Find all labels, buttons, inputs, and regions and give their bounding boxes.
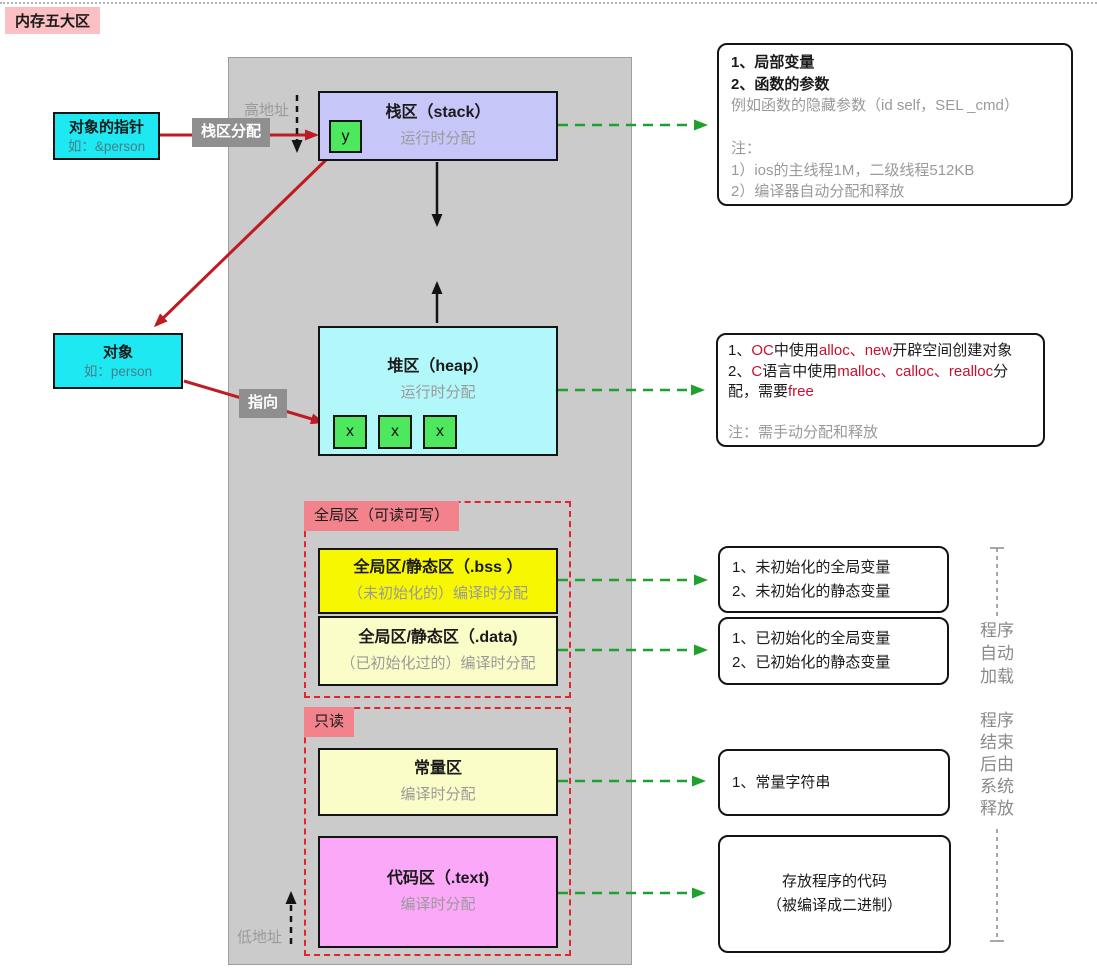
- pointer-box: 对象的指针 如：&person: [53, 112, 160, 160]
- heap-region-title: 堆区（heap）: [387, 358, 489, 375]
- page-title: 内存五大区: [5, 7, 101, 34]
- code-region: 代码区（.text) 编译时分配: [318, 836, 558, 948]
- page-top-dotted-border: [0, 2, 1097, 4]
- bss-region: 全局区/静态区（.bss ） （未初始化的）编译时分配: [318, 548, 558, 614]
- object-box: 对象 如：person: [53, 333, 183, 389]
- note-code: 存放程序的代码（被编译成二进制）: [718, 835, 951, 953]
- low-address-label: 低地址: [237, 929, 283, 946]
- pointer-box-example: 如：&person: [67, 138, 146, 154]
- side-note-auto-load: 程序自动加载: [980, 621, 1014, 686]
- points-to-label: 指向: [239, 389, 288, 418]
- object-box-example: 如：person: [83, 363, 153, 379]
- bss-region-title: 全局区/静态区（.bss ）: [353, 559, 523, 576]
- const-region-title: 常量区: [413, 760, 462, 777]
- heap-cell-x-3: x: [423, 415, 457, 449]
- heap-cell-x-1: x: [333, 415, 367, 449]
- note-const: 1、常量字符串: [718, 749, 950, 816]
- stack-region-alloc: 运行时分配: [400, 130, 476, 147]
- data-region: 全局区/静态区（.data) （已初始化过的）编译时分配: [318, 616, 558, 686]
- global-section-label: 全局区（可读可写）: [304, 501, 460, 531]
- bss-region-alloc: （未初始化的）编译时分配: [347, 585, 528, 602]
- data-region-alloc: （已初始化过的）编译时分配: [340, 655, 536, 672]
- stack-alloc-label: 栈区分配: [192, 118, 271, 147]
- code-region-title: 代码区（.text): [386, 870, 490, 887]
- code-region-alloc: 编译时分配: [400, 896, 476, 913]
- const-region: 常量区 编译时分配: [318, 748, 558, 816]
- readonly-section-label: 只读: [304, 707, 355, 737]
- memory-container: 高地址 栈区（stack） 运行时分配 y 堆区（heap） 运行时分配 x x…: [228, 57, 632, 965]
- heap-region-alloc: 运行时分配: [400, 384, 476, 401]
- object-box-title: 对象: [102, 343, 133, 361]
- high-address-label: 高地址: [244, 102, 290, 119]
- pointer-box-title: 对象的指针: [68, 118, 144, 136]
- stack-region-title: 栈区（stack）: [385, 104, 491, 121]
- data-region-title: 全局区/静态区（.data): [358, 629, 518, 646]
- readonly-section-border: [304, 707, 571, 956]
- heap-cell-x-2: x: [378, 415, 412, 449]
- side-note-release: 程序结束后由系统释放: [980, 711, 1014, 818]
- const-region-alloc: 编译时分配: [400, 786, 476, 803]
- stack-cell-y: y: [329, 120, 362, 153]
